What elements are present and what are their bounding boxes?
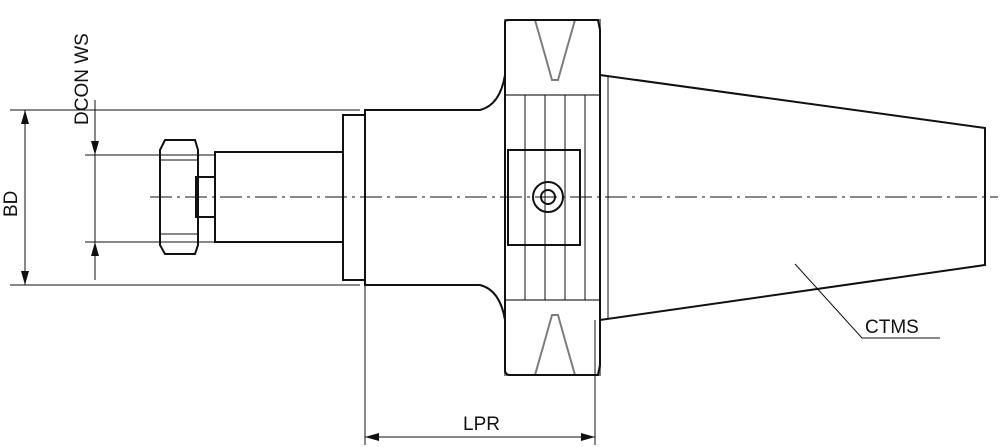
screw-head [159,139,199,255]
ctms-label: CTMS [865,317,919,338]
dcon-ws-dimension: DCON WS [72,33,215,280]
ctms-leader: CTMS [794,263,940,339]
flange [504,19,601,376]
bd-label: BD [1,191,22,217]
lpr-dimension: LPR [364,285,596,445]
bd-dimension: BD [1,109,360,286]
holder-body [364,74,506,321]
dcon-ws-label: DCON WS [72,33,93,125]
lpr-label: LPR [463,414,500,435]
